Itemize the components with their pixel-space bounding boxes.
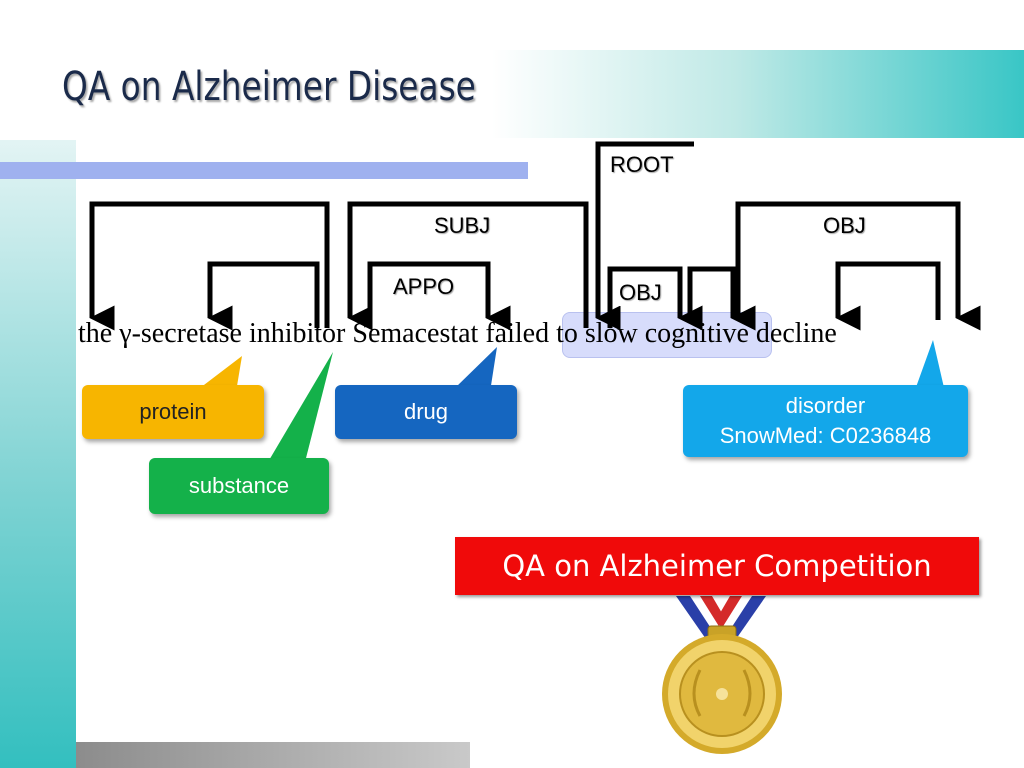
competition-banner: QA on Alzheimer Competition	[455, 537, 979, 595]
substance-callout: substance	[149, 458, 329, 514]
dep-label-root: ROOT	[606, 152, 678, 178]
left-gradient-band	[0, 140, 76, 768]
protein-callout: protein	[82, 385, 264, 439]
title-underline-bar	[0, 162, 528, 179]
protein-label: protein	[139, 399, 207, 424]
disorder-code: SnowMed: C0236848	[719, 423, 932, 448]
top-gradient-band	[0, 50, 1024, 138]
gold-medal-icon	[662, 596, 782, 754]
arc-det	[89, 201, 330, 331]
arc-obj-large	[735, 201, 981, 331]
arc-aux	[687, 266, 756, 331]
example-sentence: the γ-secretase inhibitor Semacestat fai…	[78, 318, 837, 349]
disorder-pointer	[915, 340, 945, 392]
disorder-callout: disorder SnowMed: C0236848	[683, 385, 968, 457]
drug-callout: drug	[335, 385, 517, 439]
substance-label: substance	[188, 473, 290, 498]
substance-pointer	[268, 352, 333, 462]
arc-mod-2	[835, 261, 941, 331]
footer-bar	[76, 742, 470, 768]
dep-label-obj-small: OBJ	[615, 280, 666, 306]
arc-subj	[347, 201, 589, 331]
arc-root	[595, 141, 694, 331]
disorder-label: disorder	[785, 393, 866, 418]
arc-mod	[207, 261, 320, 331]
protein-pointer	[200, 356, 242, 392]
dep-label-appo: APPO	[393, 274, 455, 299]
arc-obj-small	[607, 266, 703, 331]
drug-pointer	[455, 347, 497, 392]
dep-label-subj: SUBJ	[434, 213, 491, 238]
dep-label-obj-large: OBJ	[823, 213, 866, 238]
slide-title: QA on Alzheimer Disease	[62, 64, 476, 110]
drug-label: drug	[403, 399, 449, 424]
arc-appo	[367, 261, 511, 331]
